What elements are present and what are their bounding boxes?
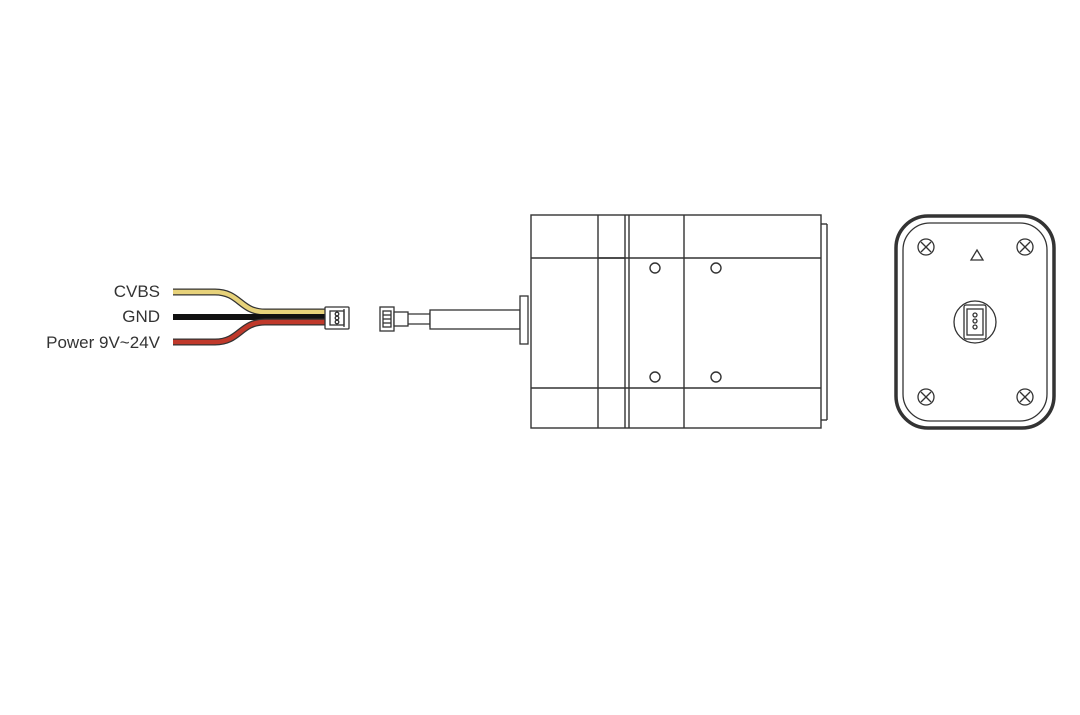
screw-icon — [917, 388, 935, 406]
cvbs-wire-fill — [173, 289, 325, 315]
label-gnd: GND — [122, 307, 160, 326]
power-wire-fill — [173, 319, 325, 345]
rear-port-icon — [953, 300, 997, 344]
label-power: Power 9V~24V — [46, 333, 160, 352]
screw-icon — [1016, 388, 1034, 406]
wire-connector-icon — [324, 306, 350, 330]
wire-bundle — [173, 288, 325, 346]
camera-side-view — [530, 214, 828, 429]
screw-icon — [917, 238, 935, 256]
camera-connector-icon — [379, 306, 409, 332]
screw-icon — [1016, 238, 1034, 256]
camera-back-view — [894, 214, 1056, 430]
label-cvbs: CVBS — [113, 282, 160, 301]
camera-cable — [408, 295, 529, 345]
triangle-up-icon — [969, 248, 985, 261]
